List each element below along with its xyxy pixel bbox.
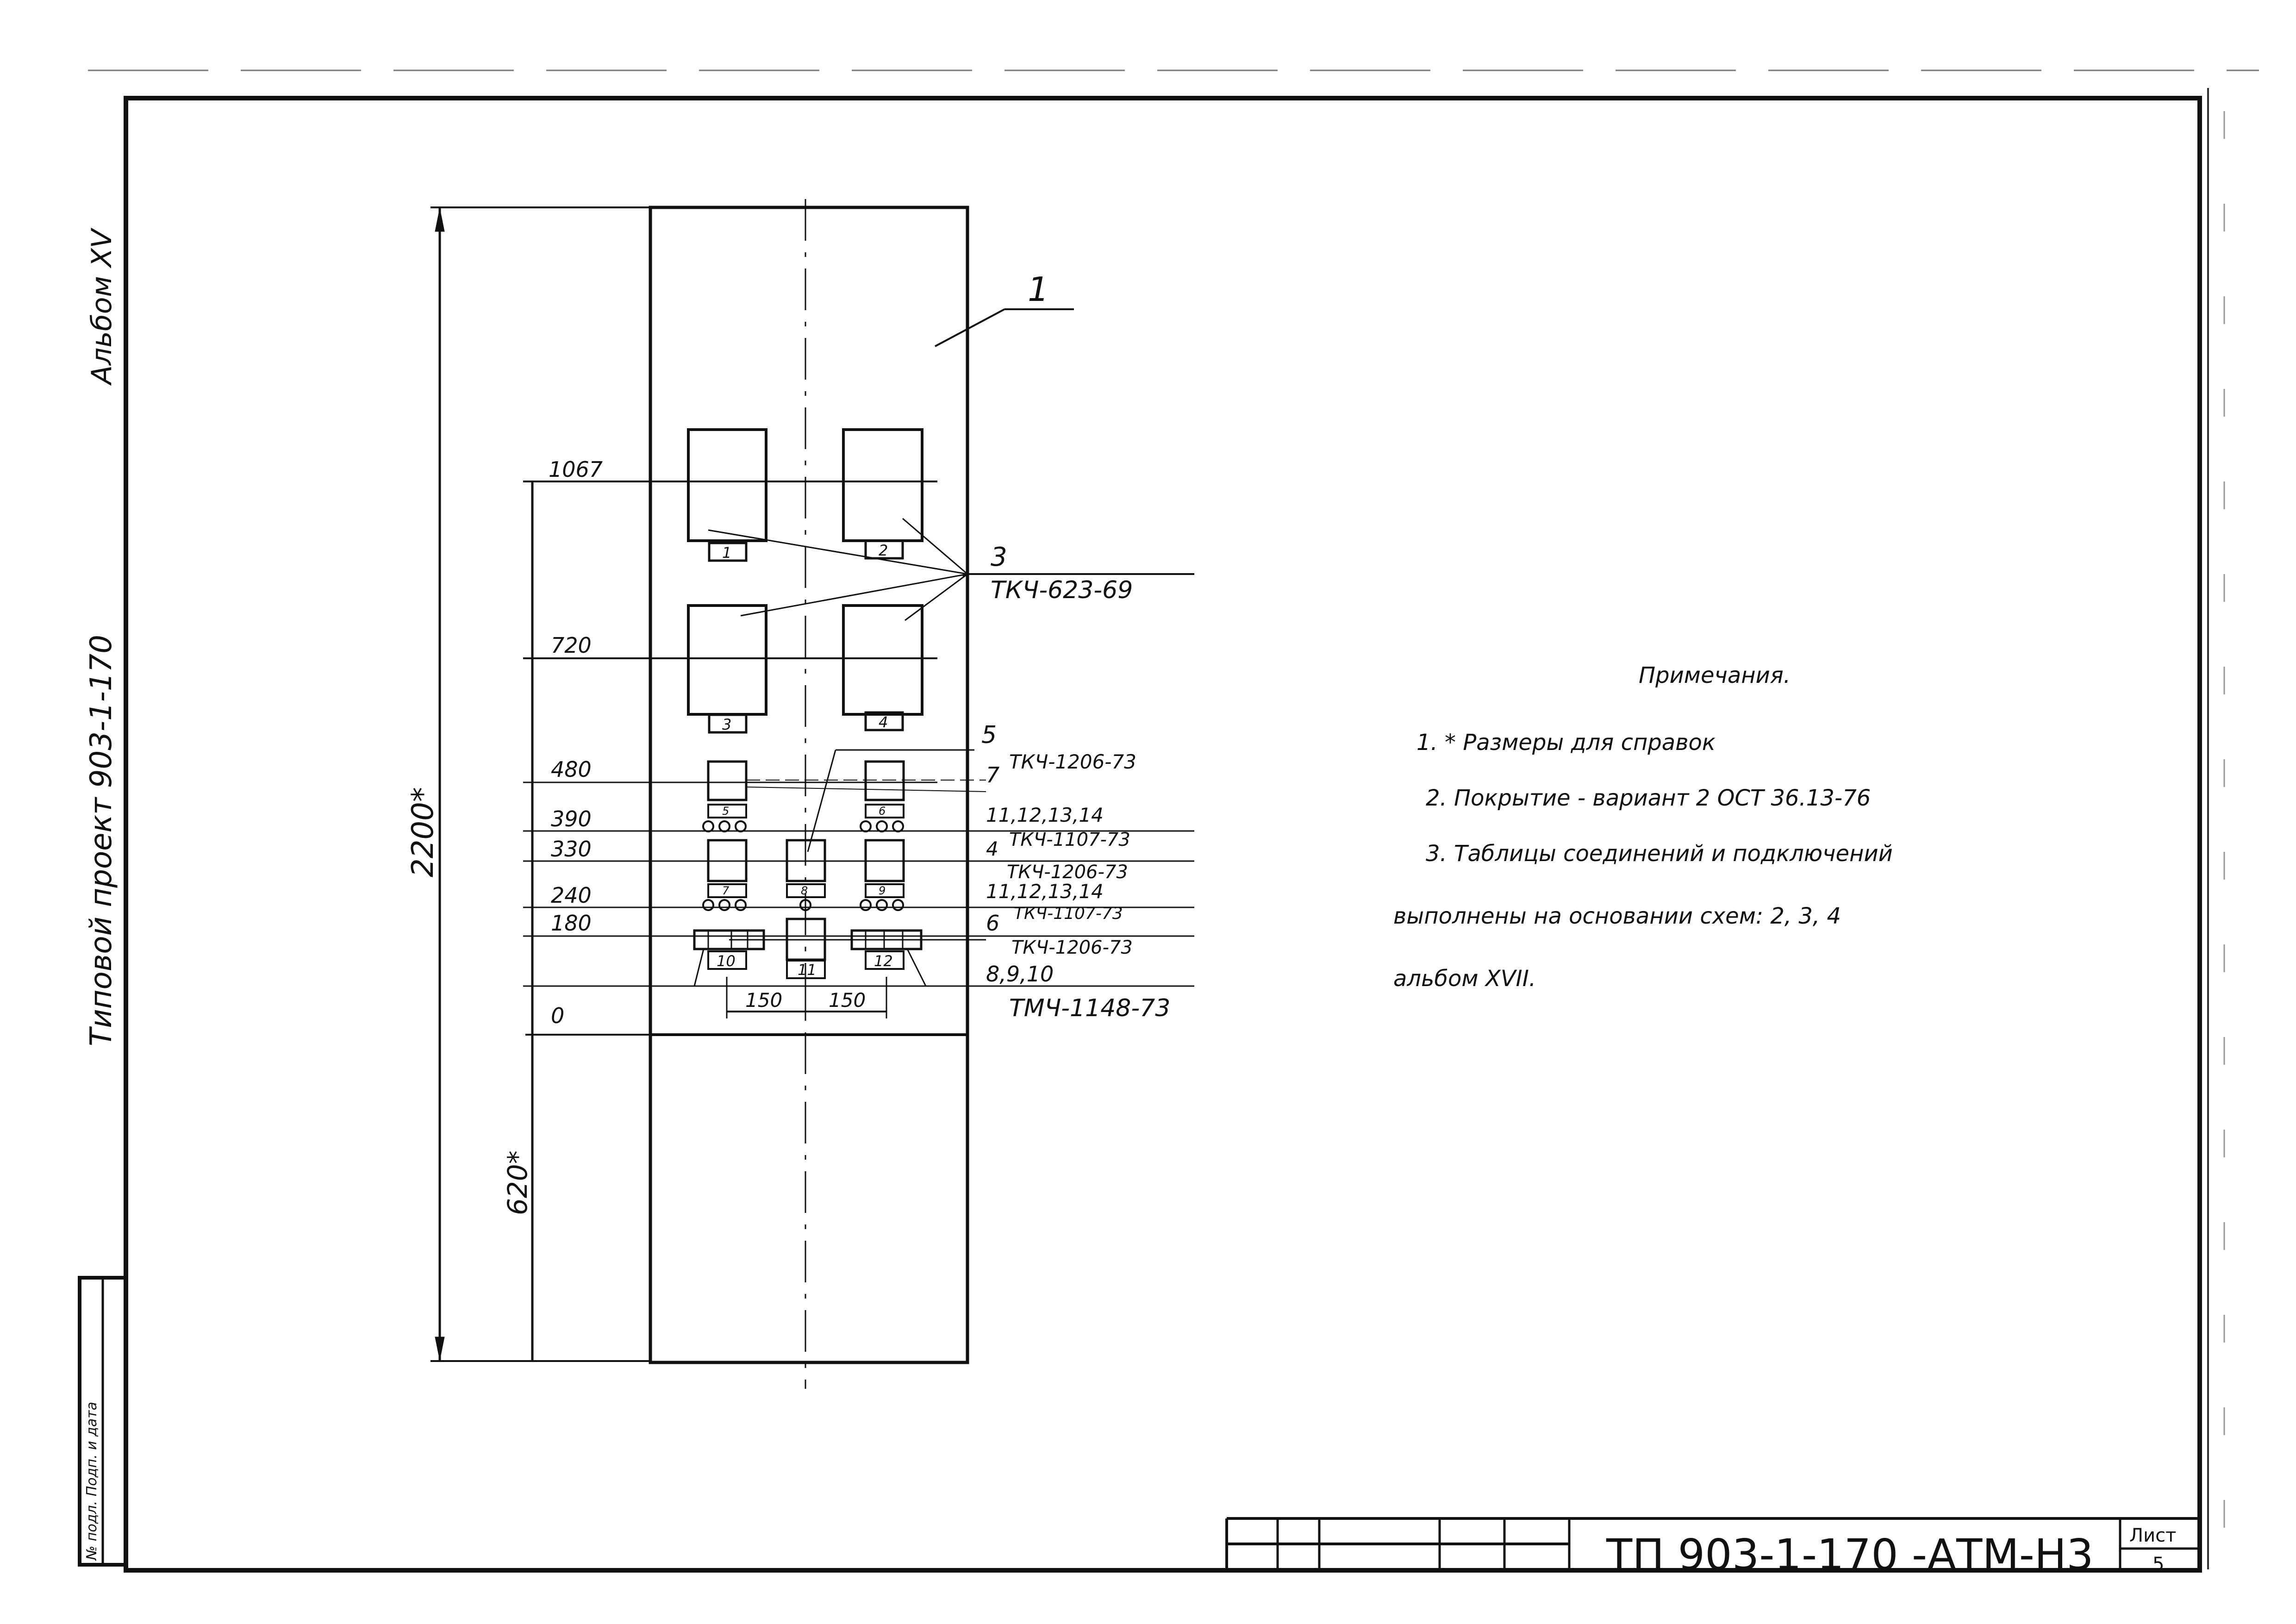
callout-position: 5 — [981, 721, 997, 749]
total-height-dimension: 2200* — [406, 787, 440, 877]
level-label: 1067 — [549, 457, 603, 482]
level-label: 180 — [551, 911, 592, 936]
drawing-code: ТП 903-1-170 -АТМ-Н3 — [1606, 1530, 2094, 1580]
callout-type: ТМЧ-1148-73 — [1009, 994, 1170, 1022]
album-label: Альбом XV — [86, 227, 118, 386]
note-line: 2. Покрытие - вариант 2 ОСТ 36.13-76 — [1426, 785, 1871, 811]
level-label: 390 — [551, 806, 592, 831]
project-label: Типовой проект 903-1-170 — [84, 635, 119, 1046]
note-line: 1. * Размеры для справок — [1416, 730, 1716, 756]
cabinet-drawing — [430, 199, 1194, 1389]
callout-type: ТКЧ-1206-73 — [1007, 862, 1128, 883]
callout-type: ТКЧ-1206-73 — [1009, 750, 1136, 773]
callout-position: 11,12,13,14 — [986, 804, 1104, 826]
device-4-body — [842, 604, 923, 716]
device-number: 2 — [879, 542, 888, 559]
spacing-label: 150 — [745, 989, 782, 1012]
svg-text:Типовой проект 903-1-170: Типовой проект 903-1-170 — [84, 635, 119, 1046]
notes: Примечания. 1. * Размеры для справок 2. … — [1393, 662, 1893, 992]
callout-position: 7 — [986, 762, 999, 787]
device-number: 12 — [874, 952, 893, 970]
drawing-labels: 1 2200* 620* 1067 720 480 390 330 240 18… — [406, 270, 1170, 1215]
note-line: 3. Таблицы соединений и подключений — [1426, 841, 1893, 867]
device-number: 8 — [801, 884, 808, 897]
device-number: 6 — [879, 805, 886, 818]
device-number: 5 — [722, 805, 729, 818]
svg-text:Альбом XV: Альбом XV — [86, 227, 118, 386]
level-label: 720 — [551, 633, 592, 658]
callout-position: 4 — [986, 837, 998, 860]
notes-title: Примечания. — [1639, 662, 1791, 688]
callout-position: 6 — [986, 911, 999, 936]
device-number: 11 — [798, 961, 817, 979]
panel-outline — [649, 206, 969, 1364]
device-number: 10 — [717, 952, 736, 970]
spacing-label: 150 — [829, 989, 866, 1012]
callout-type: ТКЧ-1206-73 — [1011, 937, 1133, 958]
device-number: 9 — [879, 884, 886, 897]
lower-height-dimension: 620* — [502, 1150, 533, 1215]
device-1-body — [687, 428, 767, 542]
sheet-number: 5 — [2152, 1554, 2164, 1575]
sheet-label: Лист — [2129, 1525, 2176, 1546]
callout-position: 8,9,10 — [986, 962, 1054, 987]
device-number: 7 — [722, 884, 730, 897]
device-number: 3 — [722, 716, 731, 733]
level-label: 480 — [551, 757, 592, 782]
callout-type: ТКЧ-623-69 — [991, 576, 1133, 604]
level-label: 330 — [551, 837, 592, 862]
note-line: альбом XVII. — [1393, 966, 1536, 992]
callout-type: ТКЧ-1107-73 — [1014, 904, 1123, 923]
drawing-frame — [124, 96, 2202, 1573]
device-number: 4 — [879, 713, 888, 731]
title-block: ТП 903-1-170 -АТМ-Н3 Лист 5 — [1225, 1517, 2201, 1580]
callout-type: ТКЧ-1107-73 — [1009, 829, 1130, 850]
level-label: 0 — [551, 1003, 564, 1028]
device-number: 1 — [722, 544, 731, 562]
note-line: выполнены на основании схем: 2, 3, 4 — [1393, 903, 1841, 929]
callout-position: 11,12,13,14 — [986, 880, 1104, 903]
level-label: 240 — [551, 883, 592, 908]
svg-text:№ подл. Подп. и дата: № подл. Подп. и дата — [84, 1402, 100, 1561]
position-marker: 1 — [1028, 270, 1049, 309]
callout-position: 3 — [991, 542, 1007, 572]
